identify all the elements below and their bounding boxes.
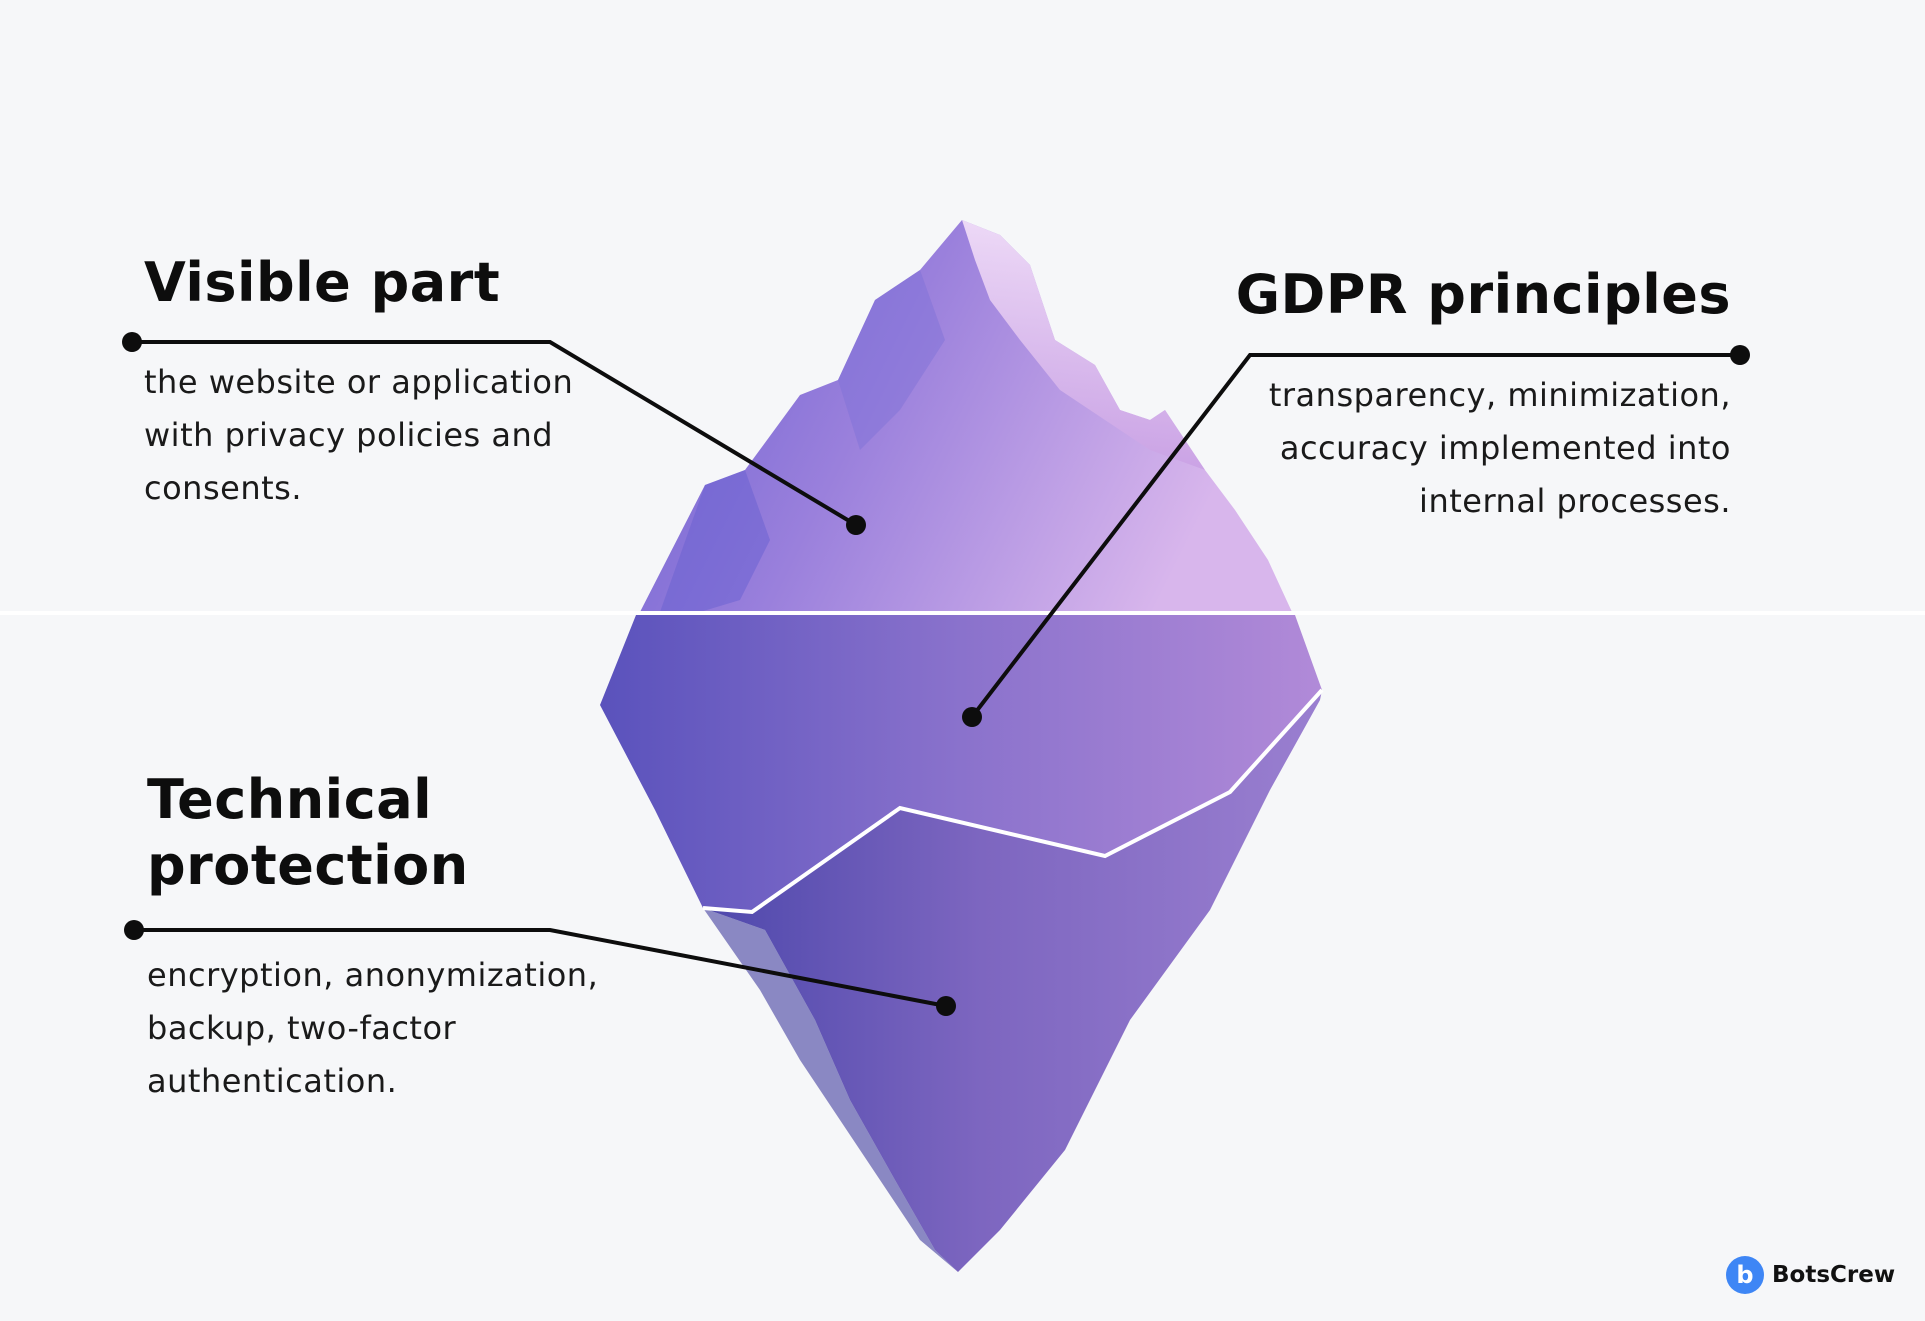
connector-gdpr-start-dot	[1730, 345, 1750, 365]
depth-separator-line	[702, 688, 1324, 915]
botscrew-logo-icon: b	[1726, 1256, 1764, 1294]
connector-visible-start-dot	[122, 332, 142, 352]
brand-logo: b BotsCrew	[1726, 1256, 1895, 1294]
iceberg-deep-part	[703, 690, 1322, 1272]
visible-part-title: Visible part	[144, 251, 501, 314]
connector-technical-end-dot	[936, 996, 956, 1016]
connector-technical	[134, 928, 947, 1008]
technical-protection-description: encryption, anonymization, backup, two-f…	[147, 956, 599, 1100]
iceberg-facet-center	[838, 270, 945, 450]
gdpr-principles-title: GDPR principles	[1235, 263, 1731, 326]
iceberg-deep-shadow	[703, 908, 958, 1272]
connector-visible-end-dot	[846, 515, 866, 535]
technical-protection-title: Technical protection	[147, 768, 469, 897]
gdpr-principles-description: transparency, minimization, accuracy imp…	[1268, 376, 1731, 520]
brand-name: BotsCrew	[1772, 1262, 1896, 1288]
connector-technical-start-dot	[124, 920, 144, 940]
iceberg-middle-part	[600, 615, 1322, 912]
iceberg-peak-highlight	[962, 220, 1205, 470]
connector-gdpr	[970, 353, 1740, 719]
visible-part-description: the website or application with privacy …	[144, 363, 574, 507]
connector-gdpr-end-dot	[962, 707, 982, 727]
iceberg-facet-left	[660, 470, 770, 612]
connector-visible	[132, 340, 858, 527]
